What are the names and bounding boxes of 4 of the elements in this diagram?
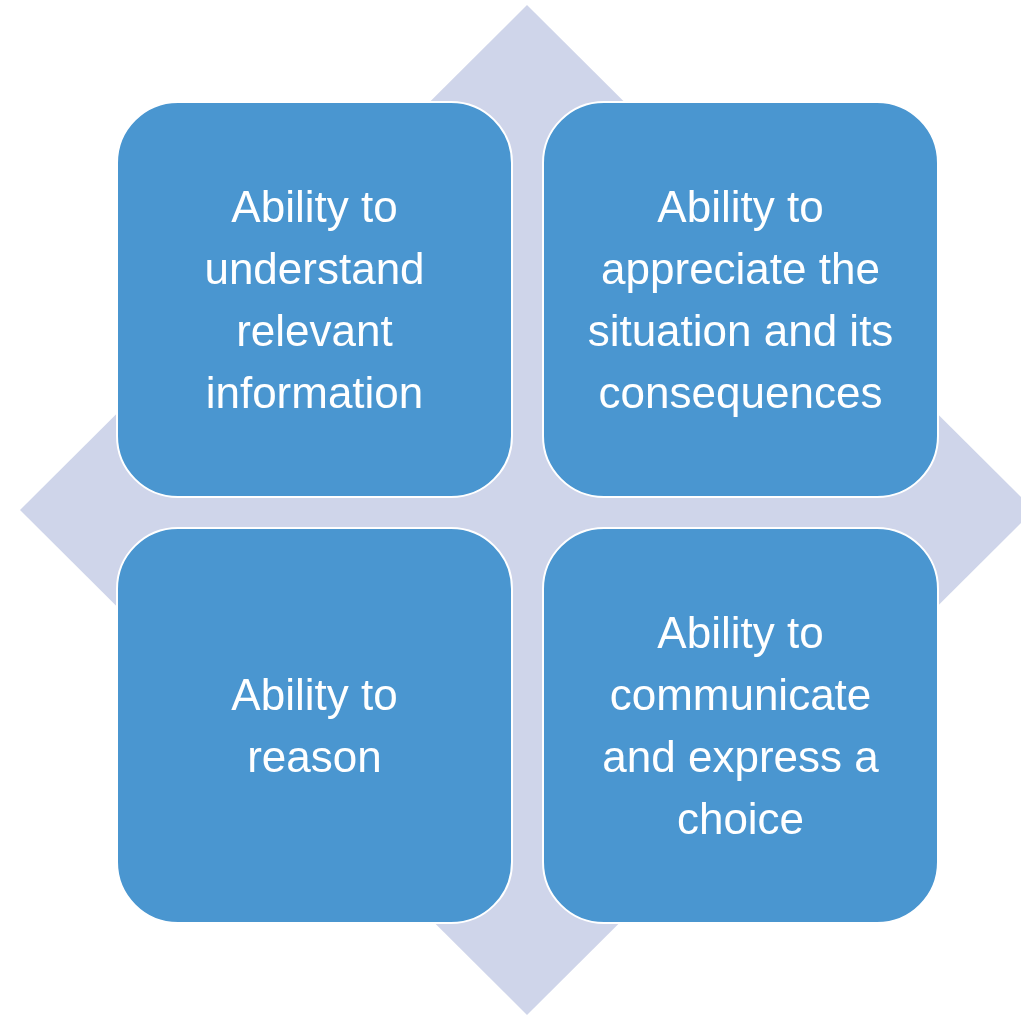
- box-text: Ability to appreciate the situation and its consequences: [586, 180, 895, 419]
- box-text: Ability to reason: [230, 668, 399, 783]
- box-text: Ability to communicate and express a choice: [601, 606, 880, 845]
- box-text: Ability to understand relevant information: [203, 180, 426, 419]
